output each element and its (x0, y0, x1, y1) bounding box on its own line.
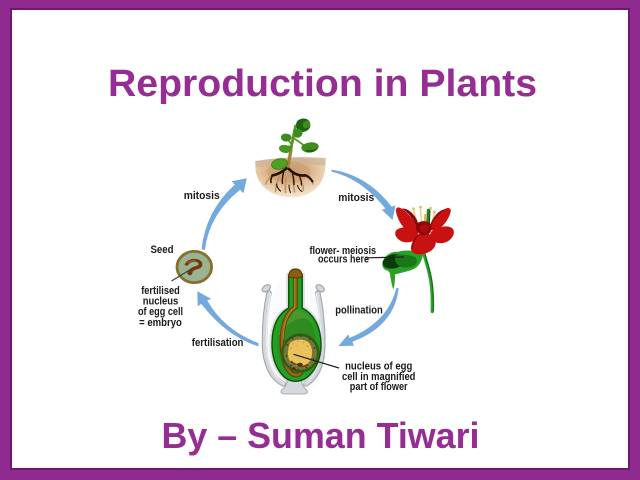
svg-text:occurs here: occurs here (318, 254, 369, 266)
svg-text:Reproduction in Plants: Reproduction in Plants (108, 63, 537, 105)
svg-text:of egg cell: of egg cell (138, 306, 183, 318)
svg-text:nucleus: nucleus (143, 296, 179, 308)
svg-text:nucleus of egg: nucleus of egg (345, 361, 412, 373)
svg-text:pollination: pollination (335, 305, 383, 317)
svg-text:By – Suman Tiwari: By – Suman Tiwari (162, 415, 480, 456)
svg-text:Seed: Seed (151, 244, 174, 256)
svg-text:mitosis: mitosis (184, 190, 220, 202)
svg-text:fertilisation: fertilisation (192, 337, 244, 349)
svg-text:fertilised: fertilised (141, 285, 180, 297)
svg-text:flower- meiosis: flower- meiosis (309, 245, 376, 257)
svg-text:cell in magnified: cell in magnified (342, 371, 415, 383)
svg-text:mitosis: mitosis (338, 192, 374, 204)
svg-text:part of flower: part of flower (350, 381, 408, 393)
svg-text:= embryo: = embryo (139, 317, 182, 329)
